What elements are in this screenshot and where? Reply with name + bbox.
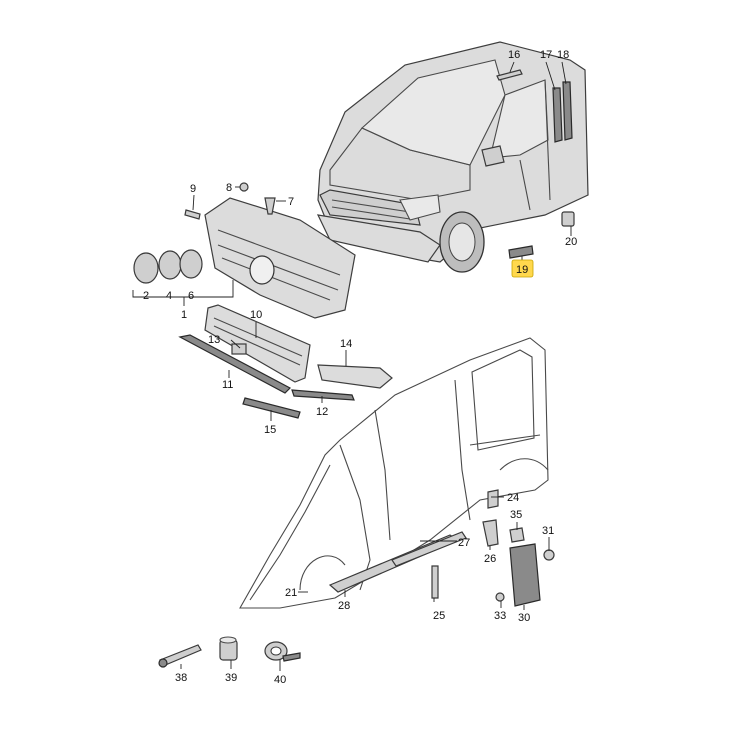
highlight-box-19 bbox=[511, 259, 534, 278]
label-12: 12 bbox=[316, 406, 328, 418]
label-21: 21 bbox=[285, 587, 297, 599]
label-33: 33 bbox=[494, 610, 506, 622]
label-17: 17 bbox=[540, 49, 552, 61]
label-6: 6 bbox=[188, 290, 194, 302]
label-7: 7 bbox=[288, 196, 294, 208]
label-13: 13 bbox=[208, 334, 220, 346]
label-2: 2 bbox=[143, 290, 149, 302]
label-11: 11 bbox=[222, 379, 233, 391]
label-27: 27 bbox=[458, 537, 470, 549]
label-9: 9 bbox=[190, 183, 196, 195]
side-body-frame bbox=[239, 337, 555, 609]
grille-assembly bbox=[133, 182, 393, 419]
label-38: 38 bbox=[175, 672, 187, 684]
label-20: 20 bbox=[565, 236, 577, 248]
label-40: 40 bbox=[274, 674, 286, 686]
label-25: 25 bbox=[433, 610, 445, 622]
leader-lines bbox=[132, 61, 572, 671]
label-15: 15 bbox=[264, 424, 276, 436]
label-18: 18 bbox=[557, 49, 569, 61]
label-28: 28 bbox=[338, 600, 350, 612]
label-1: 1 bbox=[181, 309, 187, 321]
label-31: 31 bbox=[542, 525, 554, 537]
part-number-labels: 16 17 18 19 20 9 8 7 2 4 6 1 10 13 14 11… bbox=[143, 49, 577, 686]
label-35: 35 bbox=[510, 509, 522, 521]
label-8: 8 bbox=[226, 182, 232, 194]
label-4: 4 bbox=[166, 290, 172, 302]
van-illustration bbox=[316, 41, 589, 273]
label-24: 24 bbox=[507, 492, 519, 504]
label-26: 26 bbox=[484, 553, 496, 565]
label-30: 30 bbox=[518, 612, 530, 624]
accessories bbox=[158, 636, 301, 668]
label-10: 10 bbox=[250, 309, 262, 321]
label-16: 16 bbox=[508, 49, 520, 61]
label-19: 19 bbox=[516, 264, 528, 276]
label-14: 14 bbox=[340, 338, 352, 350]
label-39: 39 bbox=[225, 672, 237, 684]
